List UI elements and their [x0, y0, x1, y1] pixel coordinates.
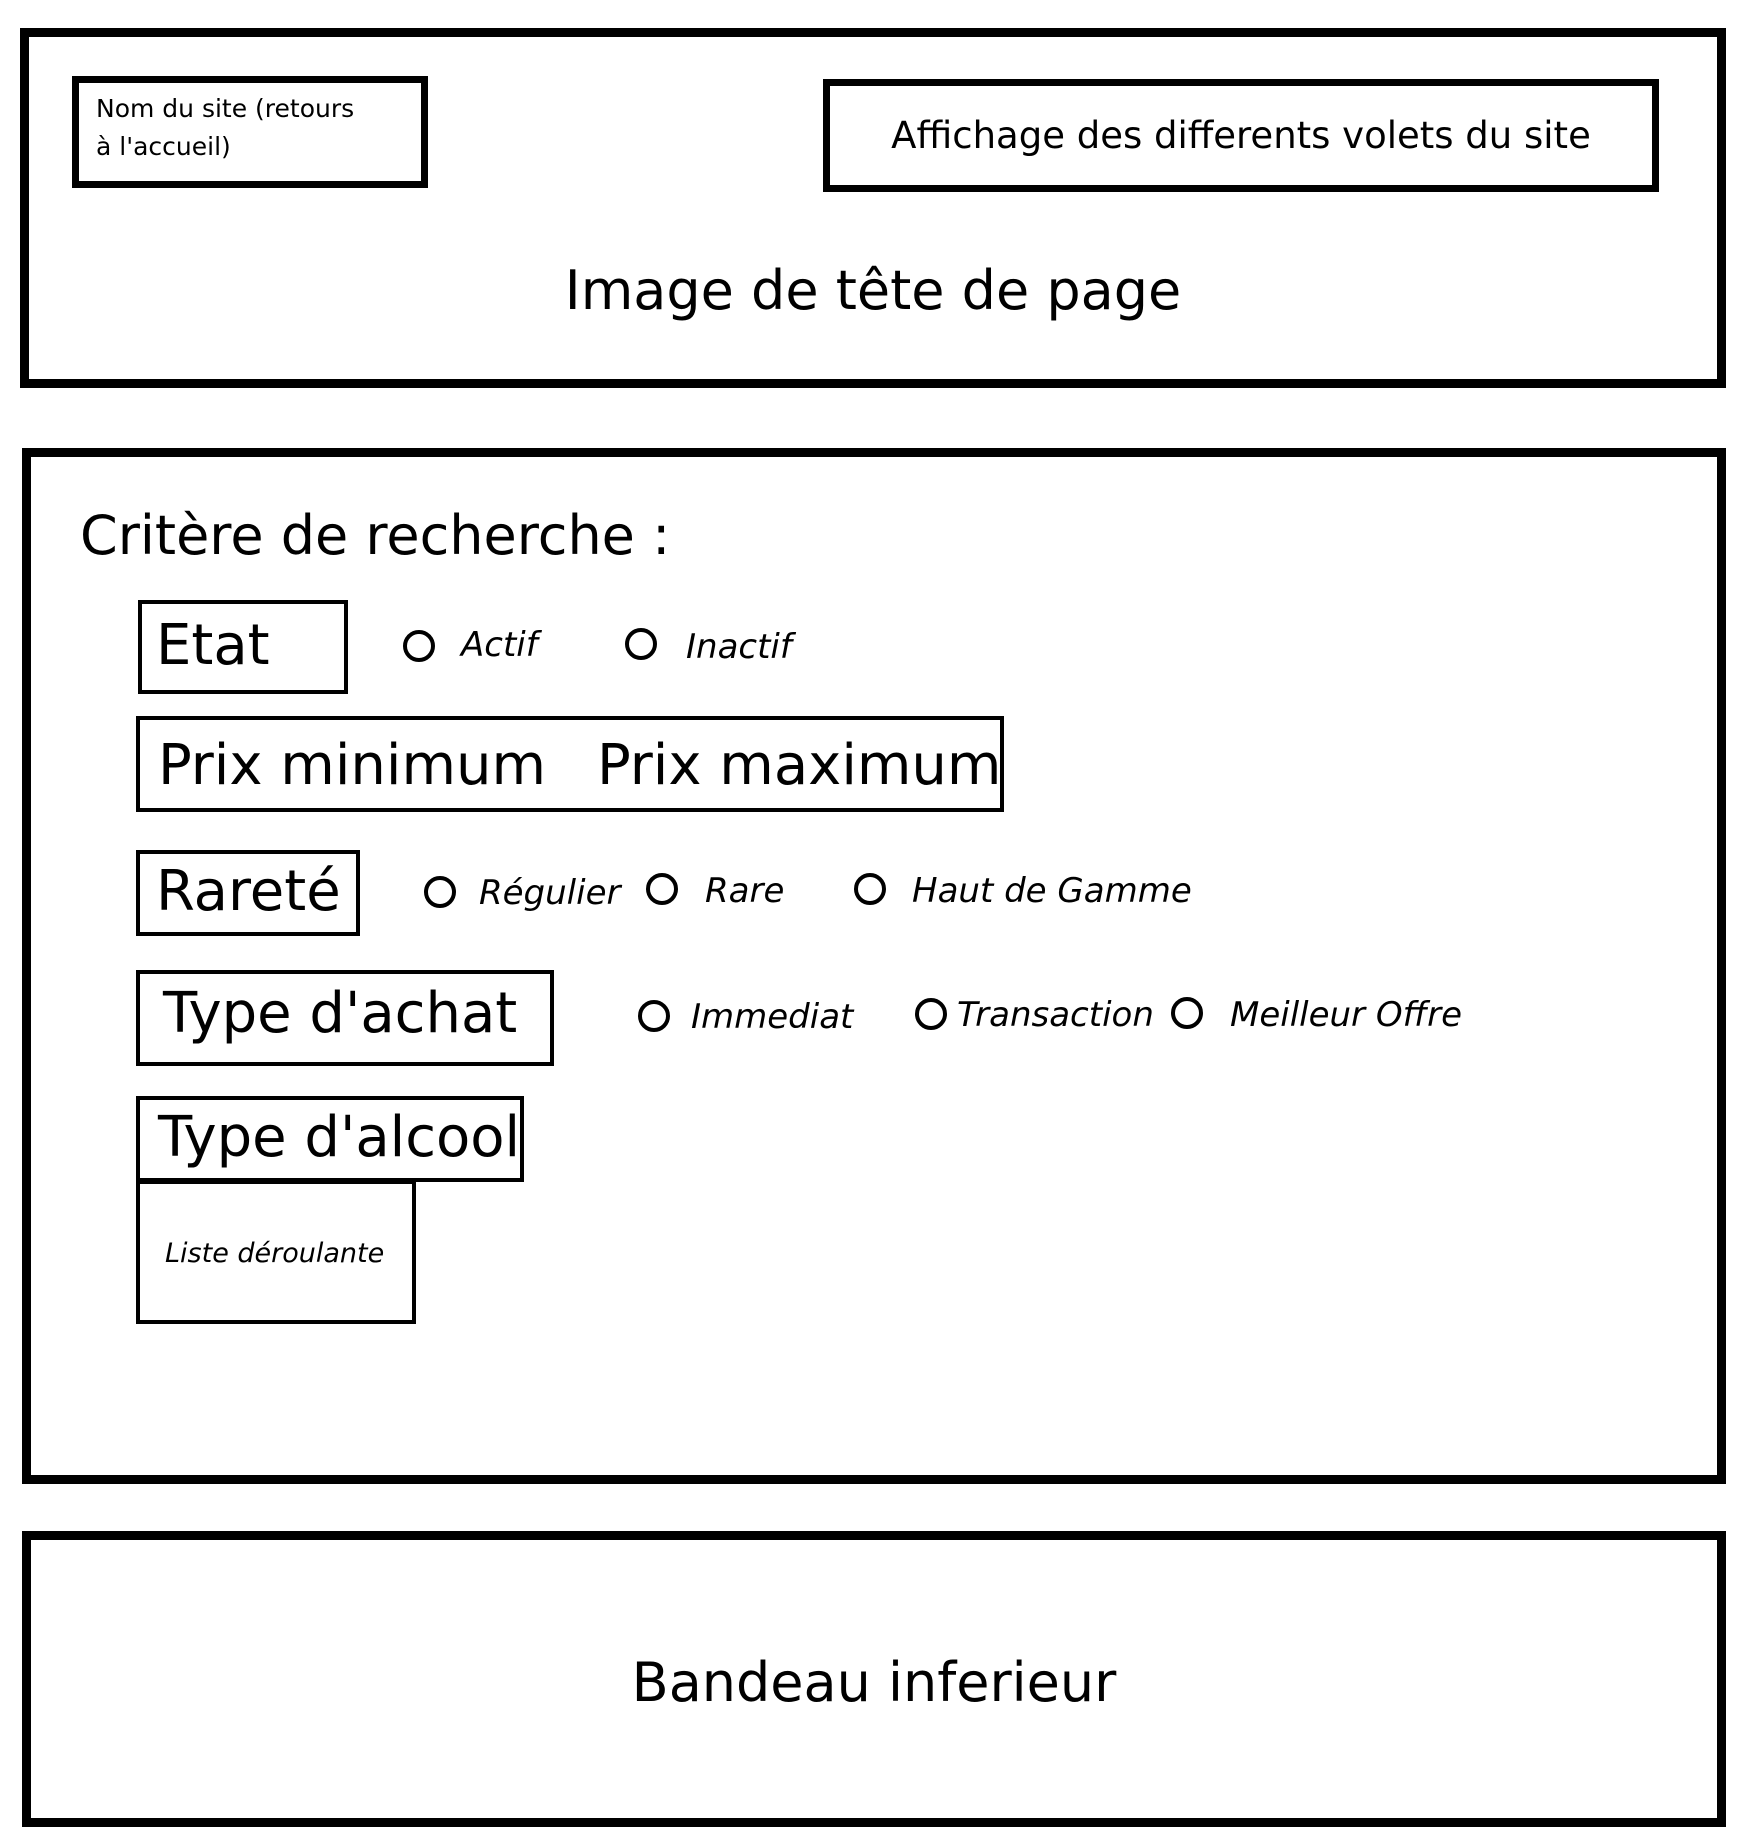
type-alcool-label-box — [136, 1096, 524, 1182]
option-rare: Rare — [705, 871, 785, 911]
radio-transaction[interactable] — [915, 998, 947, 1030]
alcool-dropdown[interactable] — [136, 1180, 416, 1324]
nav-label: Affichage des differents volets du site — [891, 114, 1591, 157]
radio-actif[interactable] — [403, 630, 435, 662]
option-immediat: Immediat — [691, 997, 854, 1037]
radio-inactif[interactable] — [625, 628, 657, 660]
prix-max-label[interactable]: Prix maximum — [597, 733, 1002, 798]
site-name-box[interactable] — [72, 76, 428, 188]
site-name-line2: à l'accueil) — [96, 132, 231, 161]
radio-regulier[interactable] — [424, 876, 456, 908]
alcool-dropdown-label: Liste déroulante — [165, 1238, 385, 1269]
prix-min-label[interactable]: Prix minimum — [158, 733, 547, 798]
site-name-line1: Nom du site (retours — [96, 94, 355, 123]
option-regulier: Régulier — [479, 873, 621, 913]
nav-box[interactable] — [823, 79, 1659, 192]
option-inactif: Inactif — [686, 627, 792, 667]
radio-rare[interactable] — [646, 873, 678, 905]
etat-label-box — [138, 600, 348, 694]
option-transaction: Transaction — [957, 995, 1154, 1035]
header-banner-label: Image de tête de page — [564, 259, 1182, 322]
rarete-label-box — [136, 850, 360, 936]
type-achat-label: Type d'achat — [163, 981, 518, 1046]
prix-box — [136, 716, 1004, 812]
type-alcool-label: Type d'alcool — [158, 1105, 521, 1170]
footer-label: Bandeau inferieur — [631, 1651, 1117, 1714]
footer-section — [22, 1531, 1726, 1827]
option-actif: Actif — [461, 625, 538, 665]
radio-haut-de-gamme[interactable] — [854, 873, 886, 905]
search-title: Critère de recherche : — [80, 504, 671, 567]
etat-label: Etat — [156, 613, 270, 678]
radio-immediat[interactable] — [638, 1000, 670, 1032]
rarete-label: Rareté — [156, 859, 341, 924]
radio-meilleur-offre[interactable] — [1171, 997, 1203, 1029]
option-haut-de-gamme: Haut de Gamme — [912, 871, 1192, 911]
option-meilleur-offre: Meilleur Offre — [1230, 995, 1463, 1035]
type-achat-label-box — [136, 970, 554, 1066]
